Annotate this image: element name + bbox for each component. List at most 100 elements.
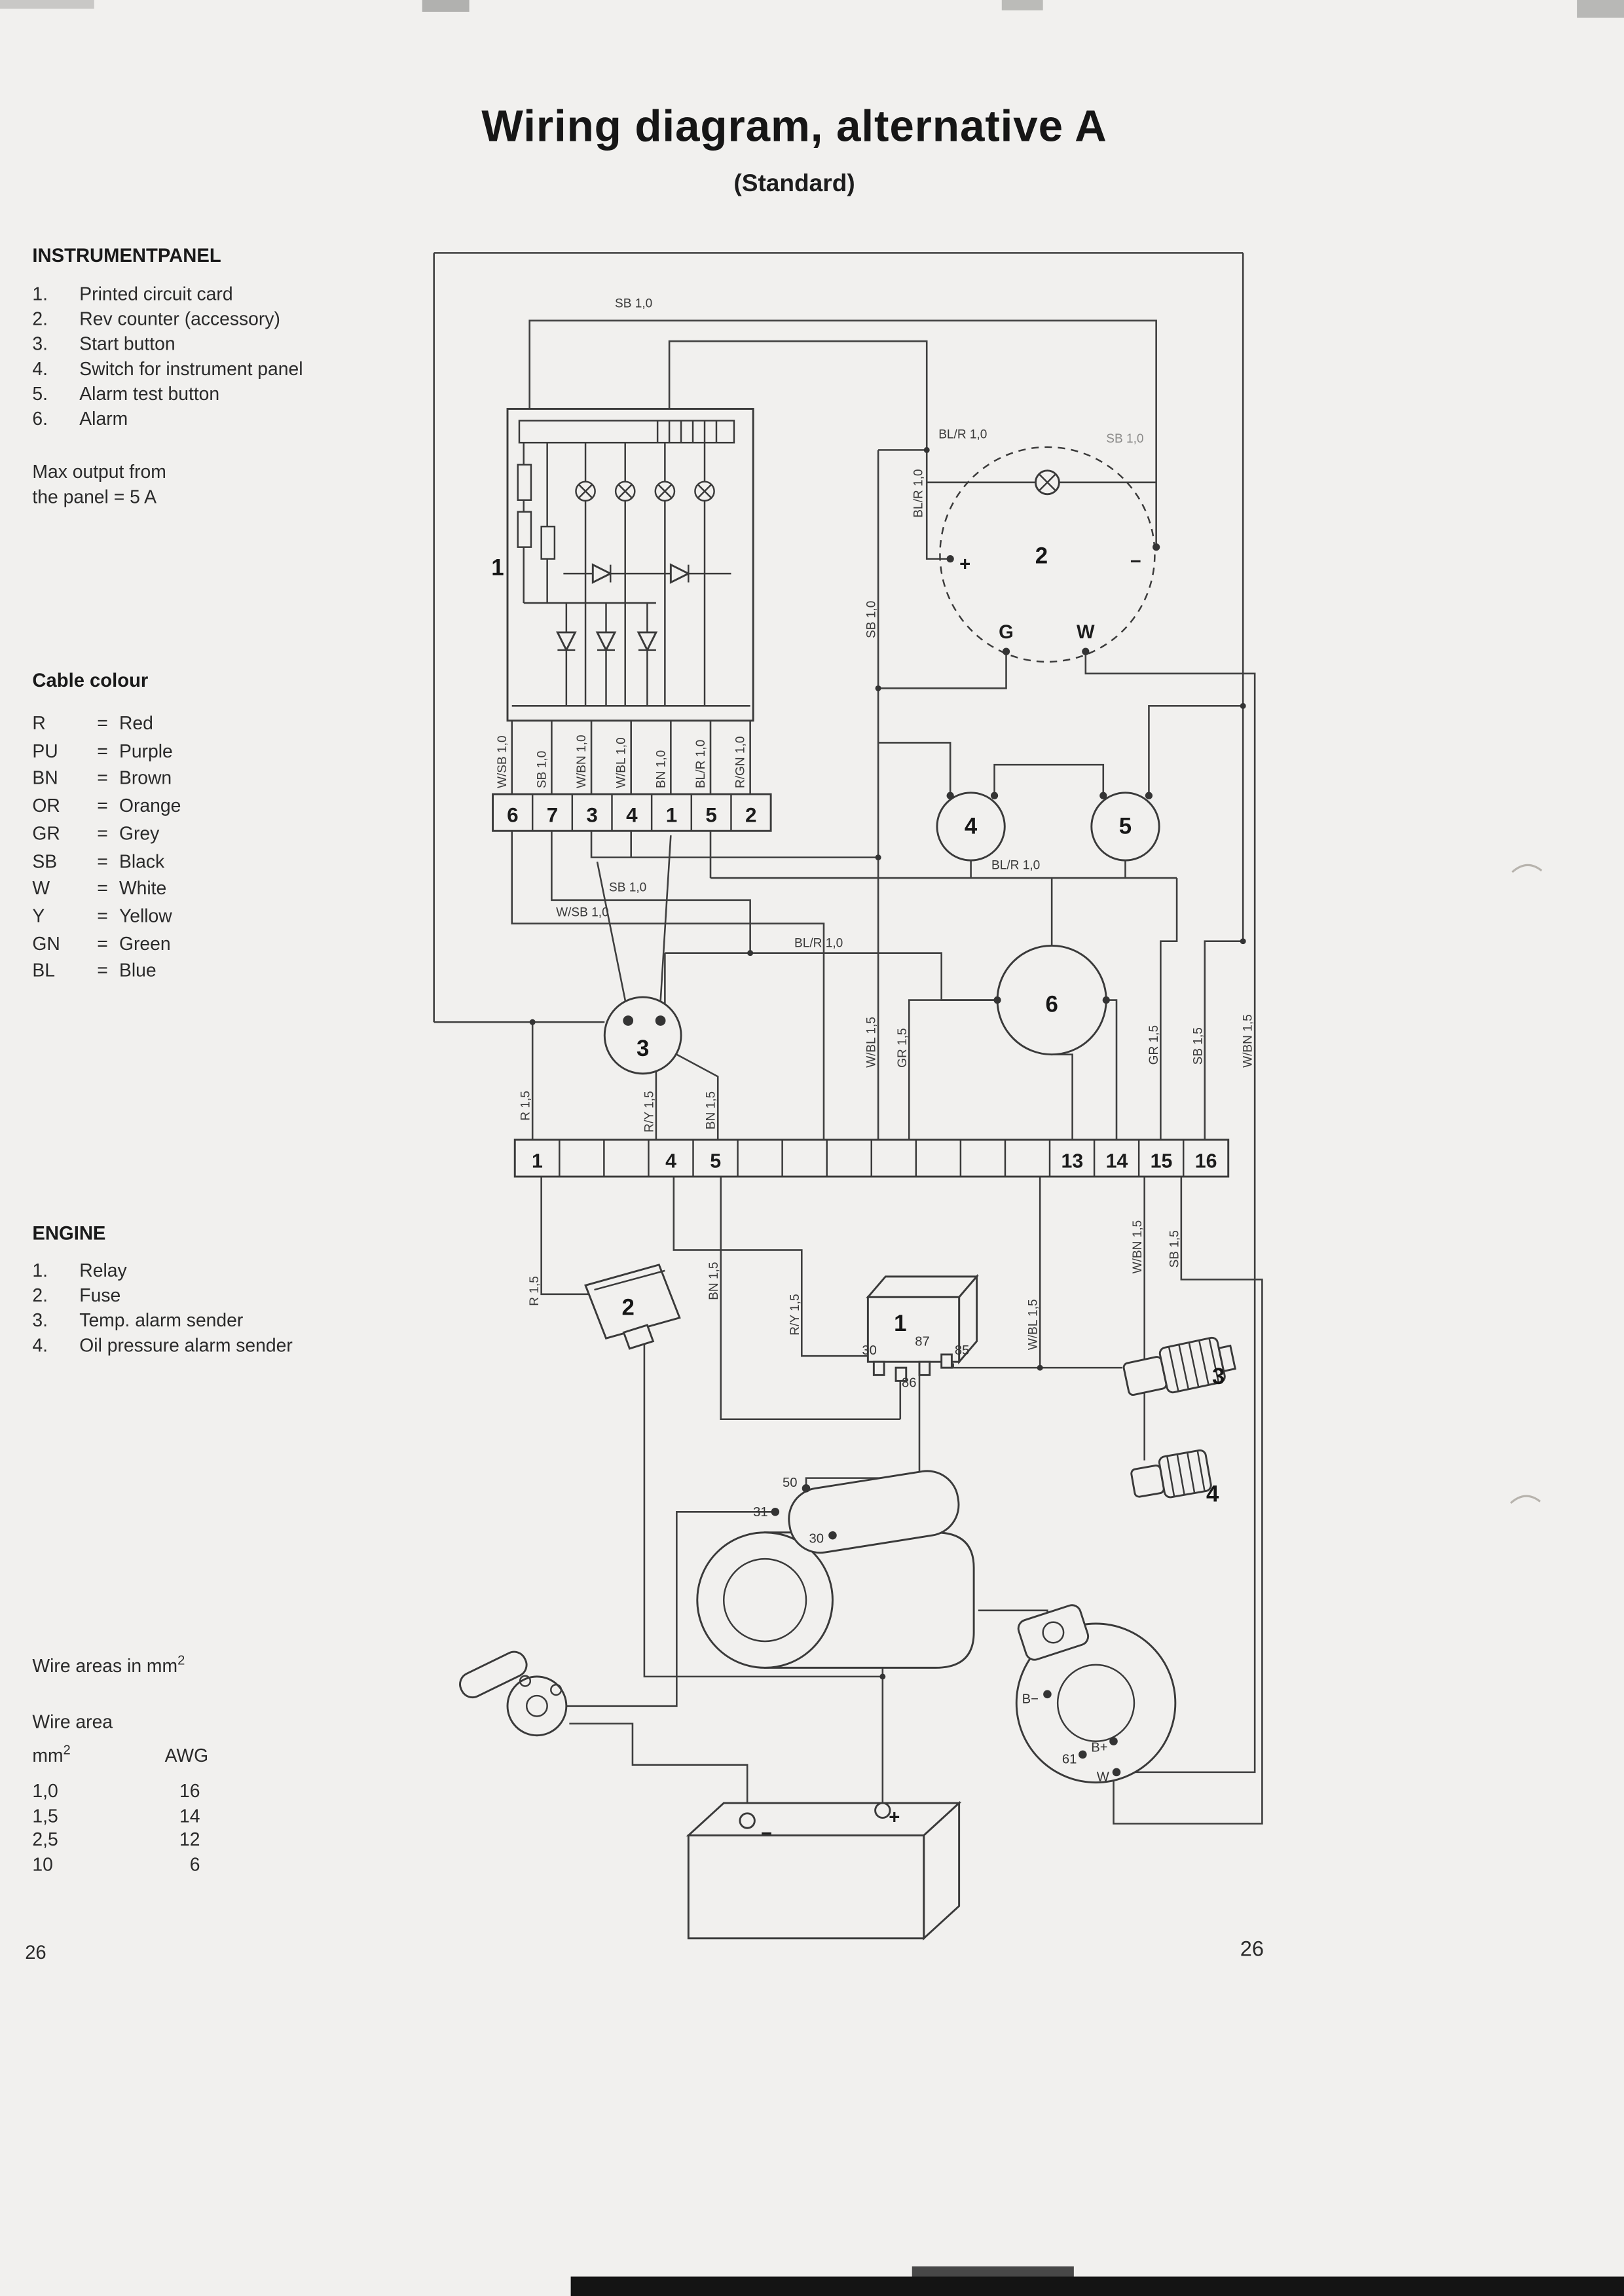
wire-label: R 1,5	[519, 1091, 533, 1121]
starter-terminal-31: 31	[753, 1505, 767, 1520]
alternator-b-minus: B−	[1022, 1692, 1039, 1706]
printed-circuit-card	[506, 408, 754, 722]
fuse-number: 2	[622, 1294, 635, 1320]
cable-colour-item: W=White	[32, 878, 167, 900]
connector-cell: 1	[666, 804, 677, 827]
connector-cell: 2	[745, 804, 756, 827]
wire-label: R 1,5	[528, 1276, 542, 1306]
panel-connector-strip	[492, 793, 772, 832]
terminal-cell: 1	[532, 1151, 543, 1173]
temp-alarm-sender	[1122, 1336, 1237, 1396]
terminal-cell: 4	[665, 1151, 676, 1173]
oil-pressure-alarm-sender	[1130, 1449, 1212, 1499]
connector-cell: 7	[547, 804, 558, 827]
rev-counter-number: 2	[1035, 543, 1048, 568]
connector-cell: 4	[626, 804, 638, 827]
wire-label: W/BN 1,0	[575, 735, 589, 788]
relay-pin-87: 87	[915, 1334, 929, 1349]
cable-colour-item: OR=Orange	[32, 795, 181, 816]
list-item: 3.Start button	[32, 333, 175, 355]
relay-number: 1	[894, 1311, 906, 1336]
list-item: 1.Printed circuit card	[32, 283, 233, 305]
connector-cell: 3	[586, 804, 597, 827]
page-subtitle: (Standard)	[733, 170, 855, 198]
alternator-b-plus: B+	[1091, 1740, 1107, 1755]
temp-sender-number: 3	[1212, 1364, 1225, 1389]
list-item: 2.Rev counter (accessory)	[32, 308, 280, 330]
wire-label: BL/R 1,0	[694, 740, 708, 788]
page-number-left: 26	[25, 1941, 46, 1963]
cable-colour-item: PU=Purple	[32, 740, 173, 761]
starter-terminal-50: 50	[783, 1476, 797, 1490]
relay-pin-85: 85	[955, 1343, 969, 1358]
connector-cell: 6	[507, 804, 518, 827]
rev-w-terminal: W	[1077, 622, 1095, 643]
wire-junctions	[529, 446, 1246, 1680]
wire-label: W/SB 1,0	[556, 905, 609, 919]
wire-label: SB 1,0	[609, 881, 646, 894]
wire-area-header-row: mm2 AWG	[32, 1742, 209, 1766]
wire-label: R/GN 1,0	[734, 737, 748, 789]
list-item: 3.Temp. alarm sender	[32, 1310, 244, 1331]
gauge-4-number: 4	[965, 814, 978, 839]
wires	[433, 252, 1263, 1825]
scan-artifact	[422, 0, 470, 12]
alarm-number: 6	[1045, 992, 1058, 1017]
wire-label: R/Y 1,5	[642, 1091, 656, 1132]
wire-label: SB 1,5	[1191, 1027, 1205, 1065]
cable-colour-item: GR=Grey	[32, 823, 160, 845]
terminal-cell: 14	[1106, 1151, 1128, 1173]
wire-label: W/BL 1,5	[1027, 1299, 1041, 1350]
engine-heading: ENGINE	[32, 1222, 106, 1245]
wire-area-heading: Wire areas in mm2	[32, 1652, 185, 1677]
list-item: 4.Switch for instrument panel	[32, 359, 303, 380]
wire-label: SB 1,0	[615, 297, 652, 310]
page-number-right: 26	[1240, 1938, 1264, 1962]
rev-plus-label: +	[959, 555, 970, 575]
instrumentpanel-section: INSTRUMENTPANEL 1.Printed circuit card 2…	[32, 244, 303, 433]
oil-sender-number: 4	[1206, 1482, 1219, 1507]
list-item: 4.Oil pressure alarm sender	[32, 1335, 293, 1357]
battery	[686, 1800, 962, 1941]
starter-motor	[696, 1470, 975, 1669]
wire-label: SB 1,0	[865, 601, 879, 638]
wire-label: BL/R 1,0	[991, 859, 1040, 873]
wire-label: W/BL 1,5	[865, 1017, 879, 1068]
relay	[866, 1273, 979, 1382]
gauge-5-number: 5	[1119, 814, 1132, 839]
list-item: 5.Alarm test button	[32, 384, 220, 405]
scan-artifact	[0, 0, 94, 9]
wire-label: BN 1,5	[707, 1262, 721, 1300]
cable-colour-item: R=Red	[32, 713, 153, 734]
cable-colour-item: BL=Blue	[32, 960, 157, 982]
fuse	[584, 1264, 681, 1350]
cable-colour-item: BN=Brown	[32, 768, 172, 789]
list-item: 2.Fuse	[32, 1285, 121, 1306]
wire-label: W/SB 1,0	[496, 735, 509, 788]
terminal-cell: 5	[710, 1151, 721, 1173]
page-title: Wiring diagram, alternative A	[481, 103, 1107, 152]
alternator	[1015, 1604, 1177, 1784]
wire-label: SB 1,0	[1106, 432, 1143, 446]
scan-wrinkle	[1511, 864, 1543, 873]
cable-colour-heading: Cable colour	[32, 669, 149, 691]
battery-main-switch	[459, 1650, 568, 1737]
connector-cell: 5	[705, 804, 716, 827]
terminal-cell: 13	[1061, 1151, 1084, 1173]
scan-artifact	[1001, 0, 1043, 10]
key-switch	[603, 996, 682, 1075]
max-output-note: Max output from the panel = 5 A	[32, 462, 166, 508]
scan-artifact	[570, 2276, 1624, 2296]
battery-plus: +	[889, 1808, 900, 1829]
rev-minus-label: −	[1130, 551, 1141, 572]
terminal-cell: 15	[1151, 1151, 1173, 1173]
wire-label: W/BL 1,0	[615, 737, 629, 788]
cable-colour-section: Cable colour R=Red PU=Purple BN=Brown OR…	[32, 669, 181, 985]
battery-minus: −	[761, 1823, 772, 1844]
relay-pin-86: 86	[902, 1376, 916, 1390]
starter-terminal-30: 30	[809, 1531, 823, 1546]
